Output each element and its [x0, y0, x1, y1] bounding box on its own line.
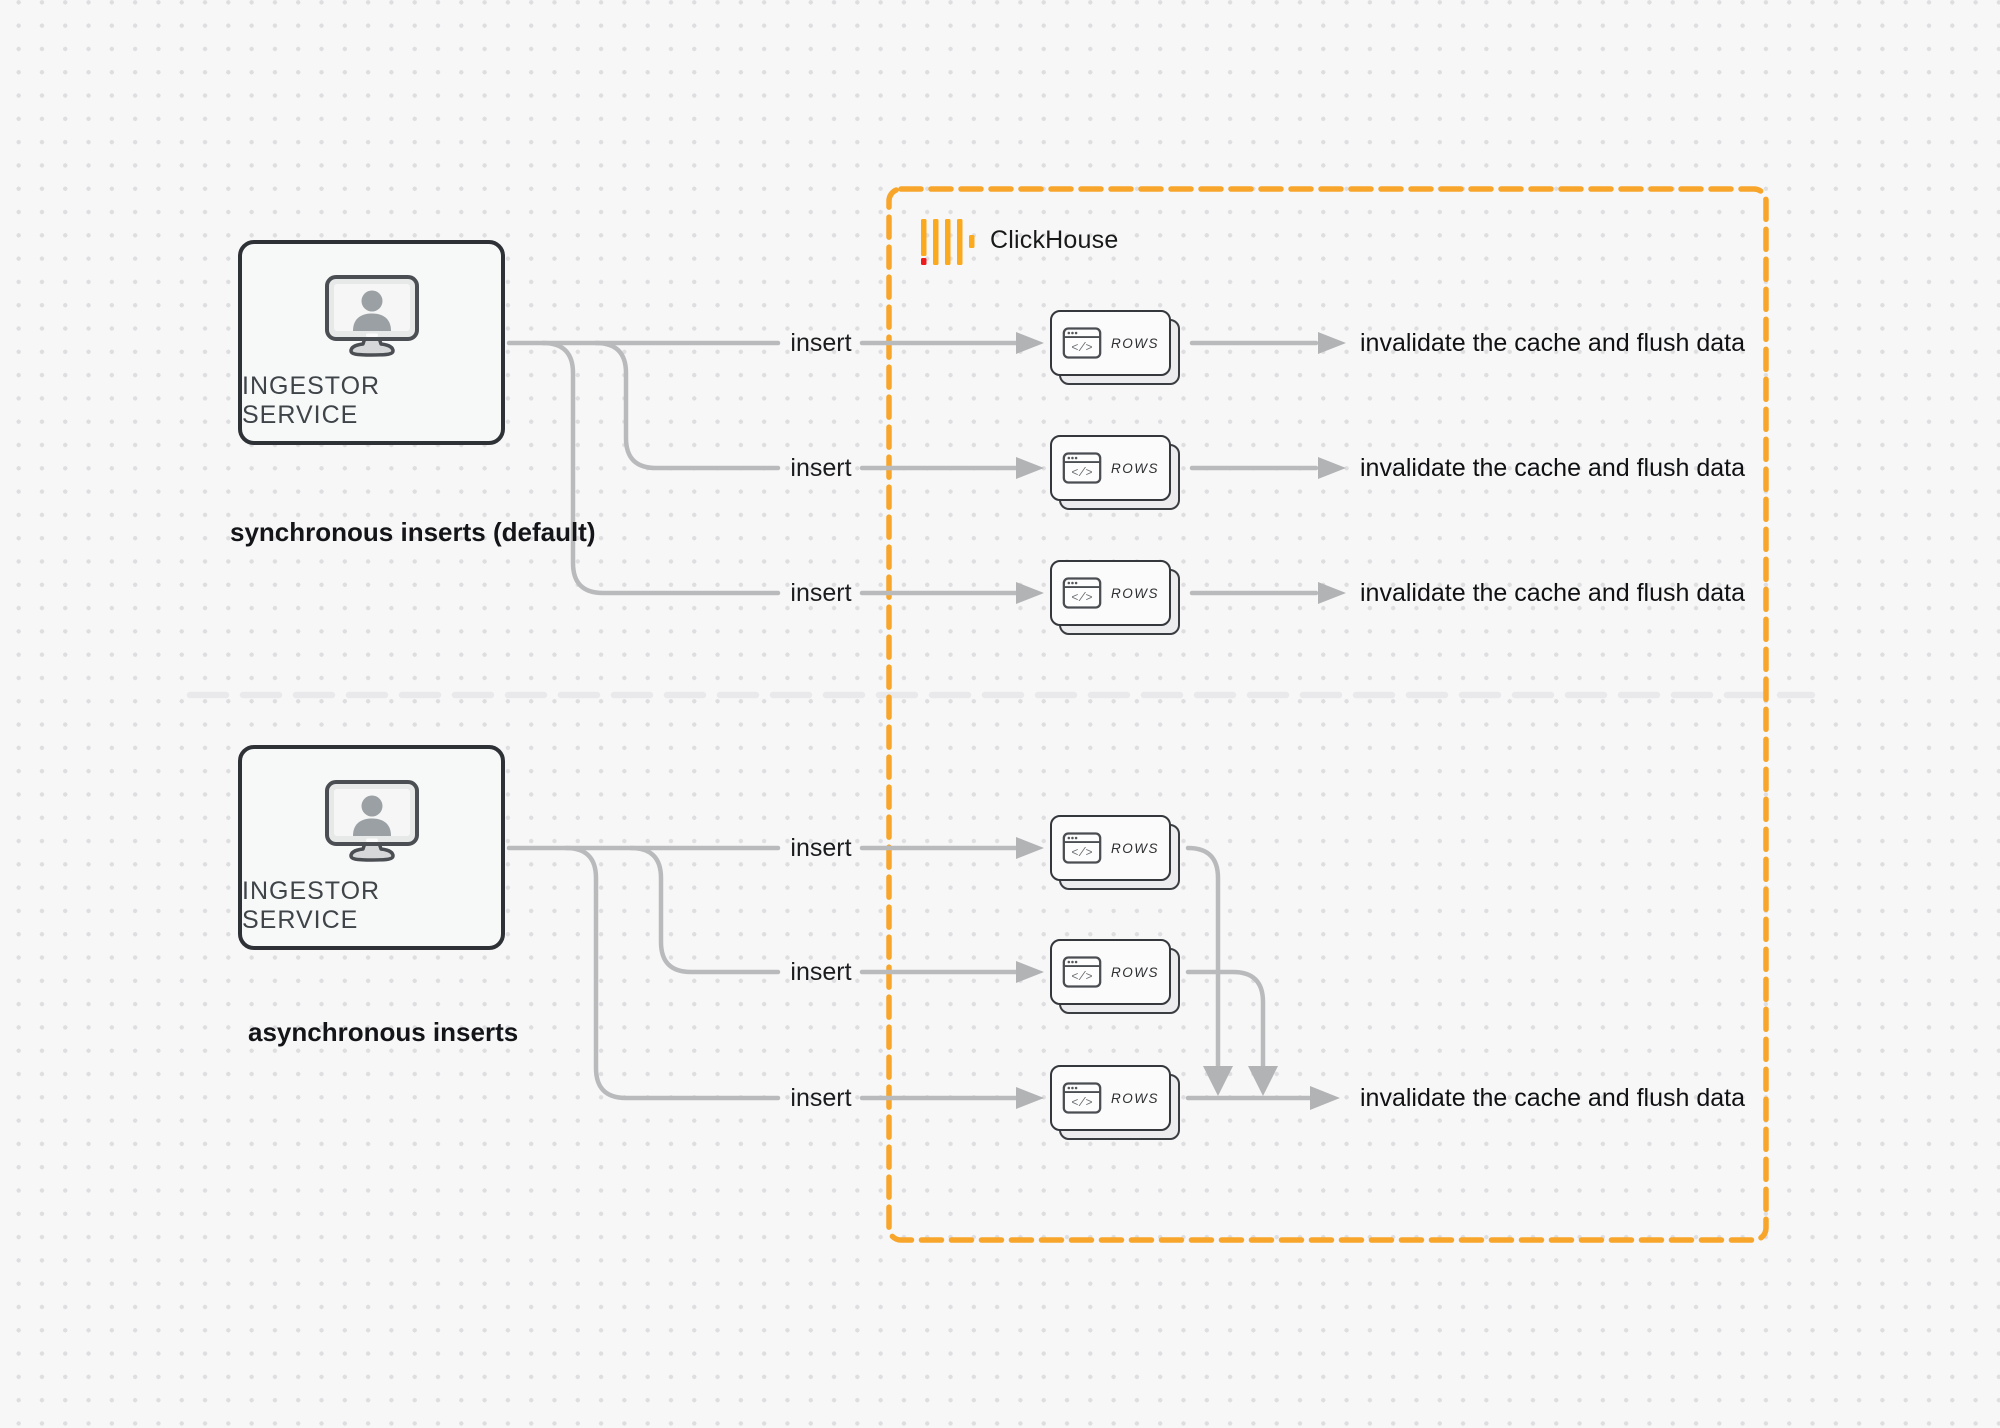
ingestor-service-label: INGESTOR SERVICE: [242, 877, 381, 934]
arrowhead-sync-insert3: [1016, 582, 1044, 604]
monitor-user-icon: [324, 780, 419, 862]
arrowhead-sync-insert1: [1016, 332, 1044, 354]
arrowhead-sync-result1: [1318, 332, 1346, 354]
code-window-icon: </>: [1062, 956, 1102, 988]
ingestor-service-label: INGESTOR SERVICE: [242, 372, 381, 429]
arrowhead-sync-result3: [1318, 582, 1346, 604]
monitor-user-icon: [324, 275, 419, 357]
clickhouse-logo-bars: [921, 219, 975, 265]
ingestor-service-box-async: INGESTOR SERVICE: [238, 745, 505, 950]
rows-card-label: ROWS: [1111, 335, 1159, 351]
svg-text:</>: </>: [1071, 970, 1092, 984]
arrowhead-async-insert1: [1016, 837, 1044, 859]
ingestor-service-box-sync: INGESTOR SERVICE: [238, 240, 505, 445]
arrowhead-async-merge2: [1248, 1066, 1278, 1096]
rows-card-label: ROWS: [1111, 840, 1159, 856]
rows-card-label: ROWS: [1111, 585, 1159, 601]
svg-text:</>: </>: [1071, 1096, 1092, 1110]
rows-card-label: ROWS: [1111, 964, 1159, 980]
insert-label-async-1: insert: [790, 834, 852, 862]
code-window-icon: </>: [1062, 452, 1102, 484]
caption-asynchronous-inserts: asynchronous inserts: [248, 1017, 519, 1047]
insert-label-sync-3: insert: [790, 579, 852, 607]
connector-async-merge1: [1185, 845, 1221, 1069]
arrowhead-async-insert3: [1016, 1087, 1044, 1109]
svg-text:</>: </>: [1071, 591, 1092, 605]
rows-card-sync-1: </> ROWS: [1050, 310, 1182, 387]
connector-async-branch2: [628, 845, 781, 975]
arrowhead-sync-insert2: [1016, 457, 1044, 479]
rows-card-async-3: </> ROWS: [1050, 1065, 1182, 1142]
connector-async-branch3: [563, 845, 781, 1101]
rows-card-sync-2: </> ROWS: [1050, 435, 1182, 512]
arrowhead-async-insert2: [1016, 961, 1044, 983]
insert-label-sync-2: insert: [790, 454, 852, 482]
result-label-sync-2: invalidate the cache and flush data: [1360, 454, 1745, 482]
code-window-icon: </>: [1062, 1082, 1102, 1114]
connector-sync-branch2: [593, 340, 781, 471]
clickhouse-container-border: [886, 186, 1769, 1243]
insert-label-async-2: insert: [790, 958, 852, 986]
result-label-sync-3: invalidate the cache and flush data: [1360, 579, 1745, 607]
connector-async-merge2: [1185, 969, 1266, 1069]
rows-card-sync-3: </> ROWS: [1050, 560, 1182, 637]
caption-synchronous-inserts: synchronous inserts (default): [230, 517, 596, 547]
svg-text:</>: </>: [1071, 341, 1092, 355]
svg-text:</>: </>: [1071, 846, 1092, 860]
code-window-icon: </>: [1062, 577, 1102, 609]
clickhouse-title: ClickHouse: [990, 226, 1119, 254]
arrowhead-async-merge1: [1203, 1066, 1233, 1096]
svg-text:</>: </>: [1071, 466, 1092, 480]
rows-card-async-2: </> ROWS: [1050, 939, 1182, 1016]
code-window-icon: </>: [1062, 327, 1102, 359]
connector-sync-branch3: [540, 340, 781, 596]
rows-card-async-1: </> ROWS: [1050, 815, 1182, 892]
rows-card-label: ROWS: [1111, 460, 1159, 476]
result-label-async-merged: invalidate the cache and flush data: [1360, 1084, 1745, 1112]
code-window-icon: </>: [1062, 832, 1102, 864]
result-label-sync-1: invalidate the cache and flush data: [1360, 329, 1745, 357]
insert-label-async-3: insert: [790, 1084, 852, 1112]
arrowhead-async-merged-result: [1310, 1086, 1340, 1110]
arrowhead-sync-result2: [1318, 457, 1346, 479]
rows-card-label: ROWS: [1111, 1090, 1159, 1106]
insert-label-sync-1: insert: [790, 329, 852, 357]
clickhouse-logo-icon: [921, 219, 975, 265]
